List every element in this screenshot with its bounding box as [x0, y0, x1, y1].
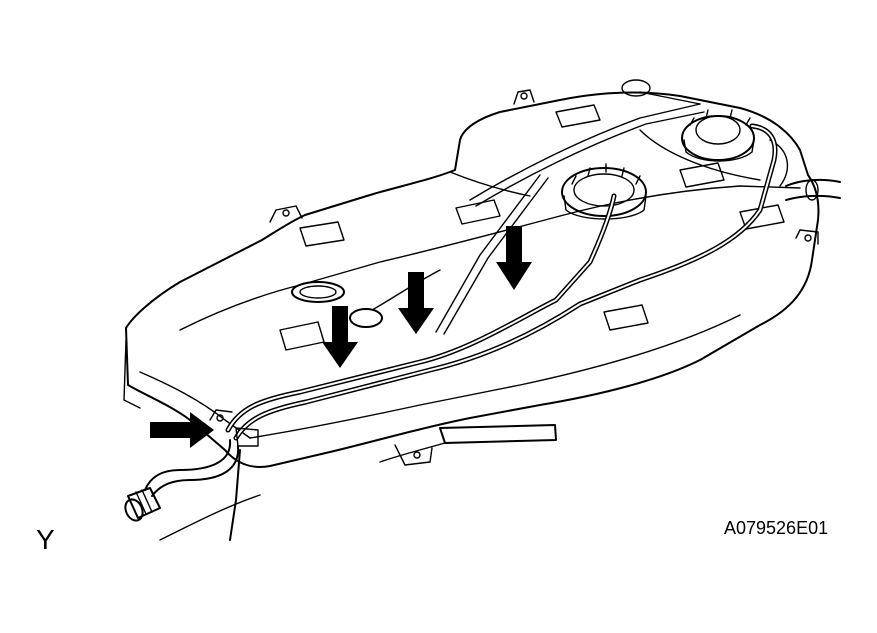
arrow-down-icon: [322, 306, 358, 368]
tank-openings: [291, 79, 651, 328]
mounting-brackets: [209, 89, 819, 422]
view-letter: Y: [36, 524, 55, 555]
lower-bracket-line: [123, 339, 141, 409]
electrical-connector: [124, 487, 161, 522]
fuel-tank-body: [125, 91, 820, 468]
figure-code: A079526E01: [724, 518, 829, 538]
wire-harness: [144, 427, 261, 541]
arrow-down-icon: [496, 226, 532, 290]
fuel-lines: [225, 91, 778, 441]
arrow-right-icon: [150, 412, 214, 448]
fuel-pump-ring-center: [561, 163, 647, 220]
fuel-pump-ring-rear: [681, 109, 755, 162]
arrow-down-icon: [398, 272, 434, 334]
filler-neck-pipe: [769, 139, 841, 201]
